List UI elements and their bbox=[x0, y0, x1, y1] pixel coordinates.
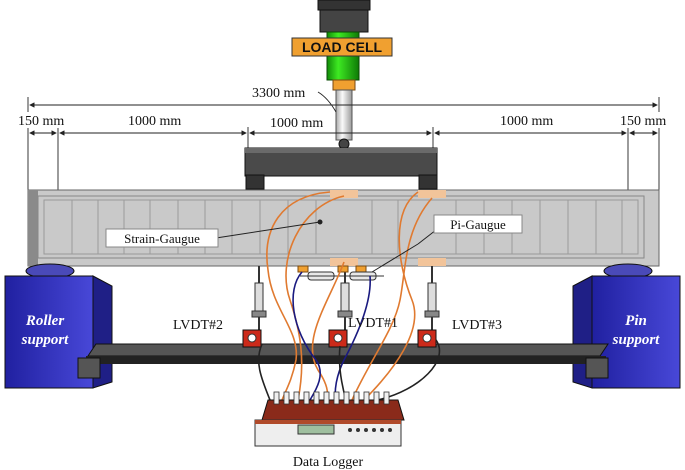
load-cell-label: LOAD CELL bbox=[291, 37, 393, 57]
pi-gauges bbox=[297, 265, 384, 281]
left-overhang-label: 150 mm bbox=[18, 114, 64, 129]
svg-text:LOAD CELL: LOAD CELL bbox=[302, 39, 383, 55]
right-overhang-label: 150 mm bbox=[620, 114, 666, 129]
roller-support-label-2: support bbox=[21, 332, 70, 348]
pi-gauge-label-box bbox=[433, 214, 523, 234]
strain-gauge-label-box bbox=[105, 228, 219, 248]
lvdt-2 bbox=[242, 266, 267, 348]
data-logger-label: Data Logger bbox=[293, 455, 364, 470]
roller-support-label-1: Roller bbox=[25, 313, 64, 329]
middle-span-label: 1000 mm bbox=[270, 116, 323, 131]
right-shear-span-label: 1000 mm bbox=[500, 114, 553, 129]
lvdt-3 bbox=[417, 266, 440, 348]
lvdt-3-label: LVDT#3 bbox=[452, 318, 502, 333]
pin-support-label-1: Pin bbox=[625, 313, 647, 329]
lvdt-1 bbox=[328, 266, 353, 348]
pi-gauge-label: Pi-Gaugue bbox=[450, 217, 506, 232]
pin-support-label-2: support bbox=[612, 332, 661, 348]
total-span-label: 3300 mm bbox=[252, 86, 305, 101]
strain-gauge-label: Strain-Gaugue bbox=[124, 231, 200, 246]
test-beam bbox=[27, 189, 660, 267]
lvdt-2-label: LVDT#2 bbox=[173, 318, 223, 333]
annotation-leaders bbox=[215, 221, 437, 273]
data-logger bbox=[254, 391, 405, 447]
dimension-lines bbox=[27, 91, 660, 190]
left-shear-span-label: 1000 mm bbox=[128, 114, 181, 129]
spreader-beam bbox=[244, 147, 438, 190]
lvdt-1-label: LVDT#1 bbox=[348, 316, 398, 331]
